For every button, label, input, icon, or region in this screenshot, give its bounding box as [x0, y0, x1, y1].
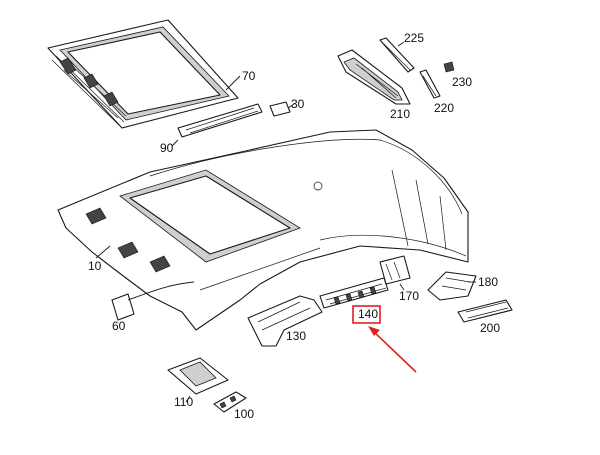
- part-10-headliner: [57, 129, 469, 331]
- callout-130: 130: [286, 329, 306, 343]
- callout-210: 210: [390, 107, 410, 121]
- part-210-rear-channel: [337, 49, 411, 105]
- callout-180: 180: [478, 275, 498, 289]
- callout-230: 230: [452, 75, 472, 89]
- part-220-strip: [419, 69, 441, 99]
- callout-90: 90: [160, 141, 174, 155]
- part-170-bracket: [379, 255, 411, 291]
- callout-100: 100: [234, 407, 254, 421]
- part-130-pillar-trim: [247, 295, 323, 347]
- highlight-box: [352, 305, 381, 324]
- callout-10: 10: [88, 259, 102, 273]
- callout-225: 225: [404, 31, 424, 45]
- part-70-sunroof-panel: [47, 19, 241, 129]
- callout-200: 200: [480, 321, 500, 335]
- highlight-arrow: [368, 326, 417, 373]
- part-225-strip: [379, 37, 415, 73]
- part-230-clip: [443, 61, 455, 73]
- callout-220: 220: [434, 101, 454, 115]
- part-90-seal-strip: [171, 103, 263, 147]
- callout-30: 30: [291, 97, 305, 111]
- part-100-clip-strip: [213, 391, 247, 413]
- callout-170: 170: [399, 289, 419, 303]
- part-140-trim-panel: [319, 277, 389, 309]
- part-60-holder: [111, 281, 195, 321]
- part-30-pad: [269, 101, 295, 117]
- callout-110: 110: [174, 395, 193, 409]
- callout-60: 60: [112, 319, 126, 333]
- callout-140: 140: [358, 307, 378, 321]
- part-180-vent: [427, 271, 477, 301]
- callout-70: 70: [242, 69, 256, 83]
- part-110-panel: [167, 357, 229, 403]
- part-200-strip: [457, 299, 513, 323]
